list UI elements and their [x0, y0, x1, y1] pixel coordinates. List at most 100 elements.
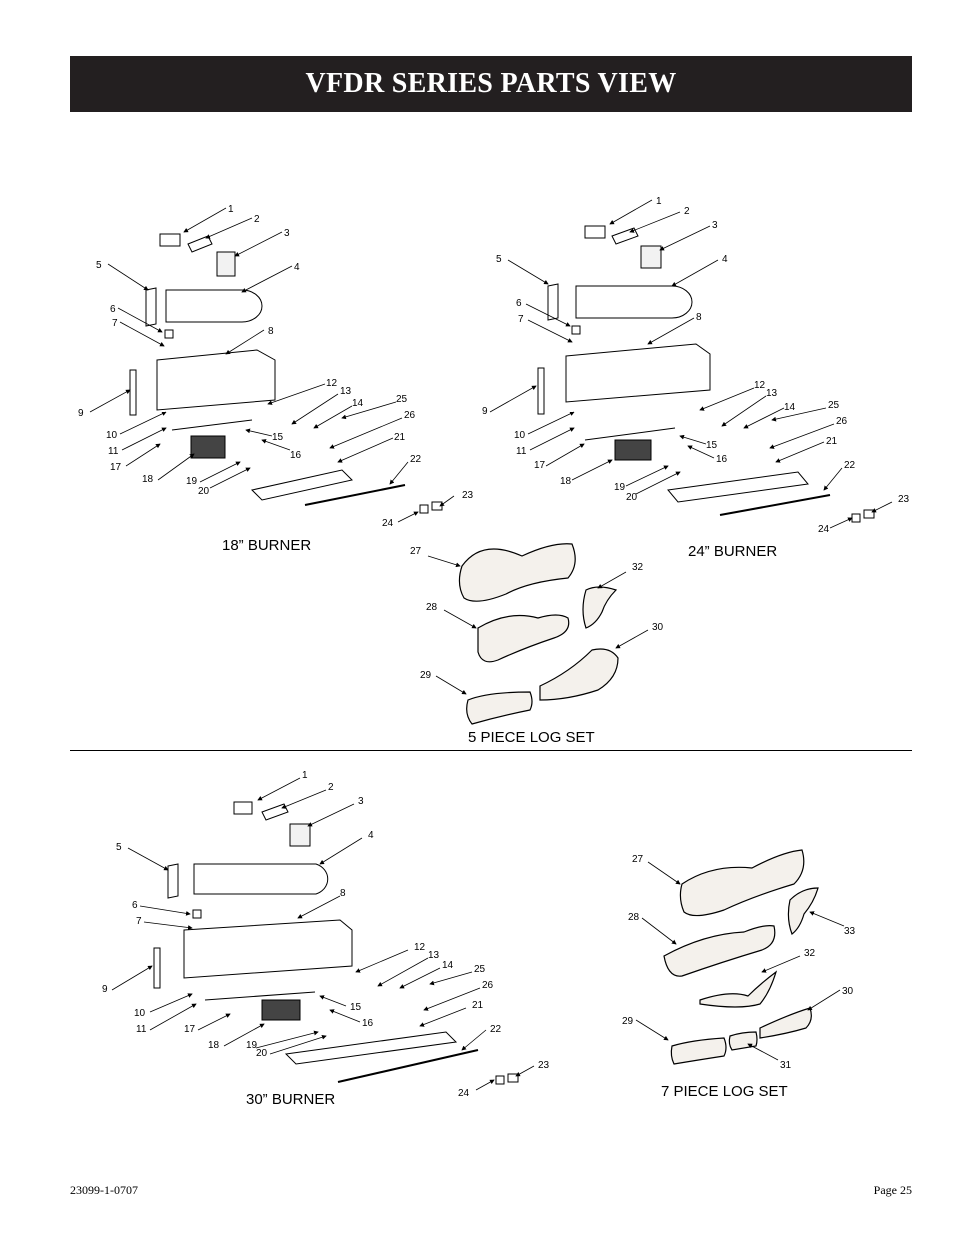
part-8-label: 8	[268, 326, 274, 337]
part-number-label: 28	[628, 912, 640, 923]
doc-number: 23099-1-0707	[70, 1183, 138, 1197]
part-number-label: 9	[482, 406, 488, 417]
part-number-label: 20	[256, 1048, 268, 1059]
part-18-label: 18	[142, 474, 154, 485]
part-number-label: 23	[898, 494, 910, 505]
part-number-label: 17	[534, 460, 546, 471]
log-set-5-callouts	[427, 555, 649, 695]
part-number-label: 4	[368, 830, 374, 841]
part-number-label: 10	[514, 430, 526, 441]
part-number-label: 11	[136, 1024, 147, 1035]
section-divider	[70, 750, 912, 751]
part-number-label: 25	[828, 400, 840, 411]
part-number-label: 15	[350, 1002, 362, 1013]
part-number-label: 1	[302, 770, 308, 781]
log-set-7-callouts	[635, 861, 845, 1061]
part-number-label: 8	[340, 888, 346, 899]
part-number-label: 25	[474, 964, 486, 975]
part-17-label: 17	[110, 462, 122, 473]
part-number-label: 21	[826, 436, 838, 447]
part-number-label: 30	[652, 622, 664, 633]
part-number-label: 27	[632, 854, 644, 865]
part-number-label: 1	[656, 196, 662, 207]
part-number-label: 8	[696, 312, 702, 323]
part-number-label: 29	[622, 1016, 634, 1027]
part-23-label: 23	[462, 490, 474, 501]
part-number-label: 33	[844, 926, 856, 937]
part-number-label: 19	[614, 482, 626, 493]
burner-30-drawing	[153, 801, 519, 1085]
part-number-label: 6	[516, 298, 522, 309]
burner-24-label: 24” BURNER	[688, 543, 778, 560]
part-number-label: 2	[684, 206, 690, 217]
part-26-label: 26	[404, 410, 416, 421]
log-set-5-drawing	[458, 543, 619, 725]
part-25-label: 25	[396, 394, 408, 405]
burner-18-callouts	[89, 207, 455, 523]
part-number-label: 2	[328, 782, 334, 793]
part-number-label: 30	[842, 986, 854, 997]
part-number-label: 28	[426, 602, 438, 613]
burner-24-callouts	[489, 199, 893, 529]
part-number-label: 26	[482, 980, 494, 991]
part-number-label: 3	[712, 220, 718, 231]
part-12-label: 12	[326, 378, 338, 389]
part-number-label: 23	[538, 1060, 550, 1071]
part-9-label: 9	[78, 408, 84, 419]
part-13-label: 13	[340, 386, 352, 397]
part-number-label: 14	[784, 402, 796, 413]
part-24-label: 24	[382, 518, 394, 529]
part-number-label: 17	[184, 1024, 196, 1035]
part-number-label: 26	[836, 416, 848, 427]
part-4-label: 4	[294, 262, 300, 273]
part-22-label: 22	[410, 454, 422, 465]
part-11-label: 11	[108, 446, 119, 457]
part-number-label: 18	[208, 1040, 220, 1051]
part-number-label: 11	[516, 446, 527, 457]
part-number-label: 9	[102, 984, 108, 995]
part-number-label: 7	[136, 916, 142, 927]
part-number-label: 21	[472, 1000, 484, 1011]
part-number-label: 12	[754, 380, 766, 391]
part-14-label: 14	[352, 398, 364, 409]
part-1-label: 1	[228, 204, 234, 215]
part-number-label: 22	[844, 460, 856, 471]
burner-30-callouts	[111, 777, 535, 1091]
part-7-label: 7	[112, 318, 118, 329]
part-number-label: 29	[420, 670, 432, 681]
page-number: Page 25	[873, 1183, 912, 1197]
part-number-label: 13	[428, 950, 440, 961]
part-number-label: 5	[116, 842, 122, 853]
part-number-label: 12	[414, 942, 426, 953]
part-10-label: 10	[106, 430, 118, 441]
part-number-label: 32	[804, 948, 816, 959]
part-number-label: 16	[362, 1018, 374, 1029]
burner-18-label: 18” BURNER	[222, 537, 312, 554]
part-6-label: 6	[110, 304, 116, 315]
part-number-label: 27	[410, 546, 422, 557]
burner-18-drawing	[129, 233, 443, 514]
part-19-label: 19	[186, 476, 198, 487]
part-number-label: 16	[716, 454, 728, 465]
part-number-label: 15	[706, 440, 718, 451]
log-set-5-label: 5 PIECE LOG SET	[468, 729, 595, 746]
part-number-label: 10	[134, 1008, 146, 1019]
part-number-label: 14	[442, 960, 454, 971]
part-number-labels: 1 2 3 4 5 6 7 8 9 10 11 12 13 14 15 16 1…	[78, 196, 910, 1099]
part-number-label: 22	[490, 1024, 502, 1035]
part-number-label: 7	[518, 314, 524, 325]
part-number-label: 3	[358, 796, 364, 807]
part-number-label: 5	[496, 254, 502, 265]
part-number-label: 4	[722, 254, 728, 265]
part-2-label: 2	[254, 214, 260, 225]
page-title: VFDR SERIES PARTS VIEW	[305, 68, 677, 99]
part-number-label: 32	[632, 562, 644, 573]
part-21-label: 21	[394, 432, 406, 443]
part-number-label: 31	[780, 1060, 792, 1071]
part-number-label: 18	[560, 476, 572, 487]
log-set-7-drawing	[663, 849, 819, 1065]
part-16-label: 16	[290, 450, 302, 461]
part-3-label: 3	[284, 228, 290, 239]
part-20-label: 20	[198, 486, 210, 497]
